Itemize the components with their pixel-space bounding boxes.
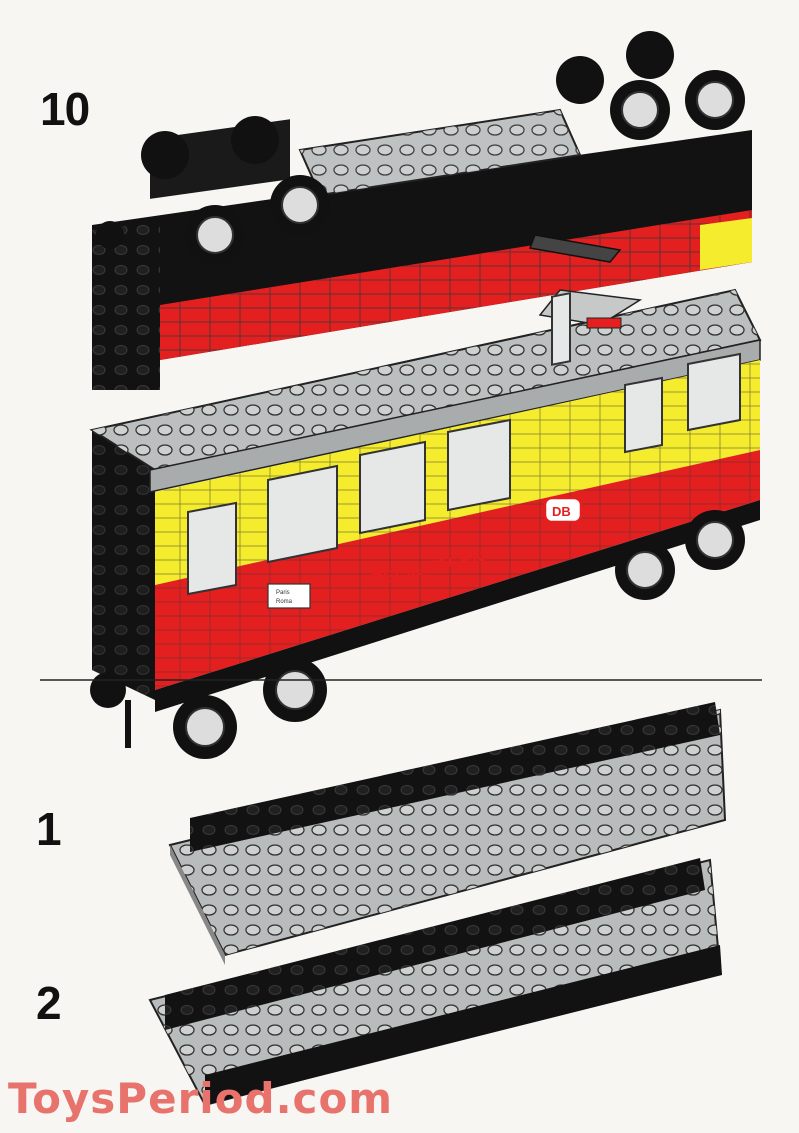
base-plate-2 bbox=[148, 858, 722, 1107]
upper-bogie-left bbox=[141, 116, 330, 265]
db-logo-box bbox=[543, 496, 583, 524]
car-windows bbox=[187, 292, 741, 596]
route-sign bbox=[267, 583, 311, 609]
db-logo-text: DB bbox=[552, 504, 571, 519]
sub-step-number-1: 1 bbox=[36, 803, 62, 855]
sub-step-number-2: 2 bbox=[36, 977, 62, 1029]
route-sign-line1: Paris bbox=[276, 590, 290, 596]
upper-bogie-right bbox=[556, 31, 745, 140]
base-plate-1 bbox=[168, 702, 727, 965]
inverted-car-top bbox=[92, 31, 752, 390]
watermark: ToysPeriod.com bbox=[8, 1074, 394, 1123]
main-step-number: 10 bbox=[40, 83, 90, 135]
assembled-dining-car bbox=[89, 234, 762, 759]
route-sign-line2: Roma bbox=[276, 599, 293, 605]
